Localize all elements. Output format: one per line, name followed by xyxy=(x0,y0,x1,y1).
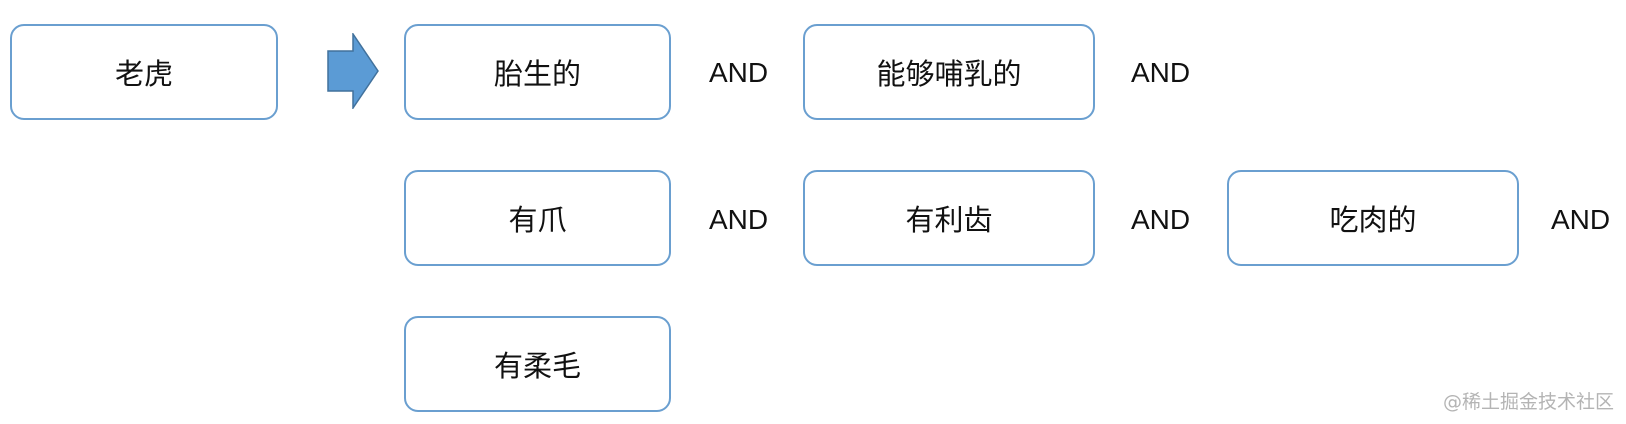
and-label: AND xyxy=(1131,57,1191,88)
and-label: AND xyxy=(1131,204,1191,235)
attribute-label: 吃肉的 xyxy=(1329,203,1417,237)
and-label: AND xyxy=(1551,204,1611,235)
source-box: 老虎 xyxy=(10,24,278,120)
watermark: @稀土掘金技术社区 xyxy=(1442,391,1614,413)
attribute-box-soft-fur: 有柔毛 xyxy=(404,316,671,412)
attribute-label: 能够哺乳的 xyxy=(876,57,1022,91)
and-label: AND xyxy=(709,204,769,235)
and-label: AND xyxy=(709,57,769,88)
attribute-label: 有爪 xyxy=(508,203,567,237)
attribute-box-claws: 有爪 xyxy=(404,170,671,266)
attribute-label: 有利齿 xyxy=(905,203,993,237)
attribute-box-viviparous: 胎生的 xyxy=(404,24,671,120)
attribute-label: 有柔毛 xyxy=(493,349,581,383)
attribute-box-carnivorous: 吃肉的 xyxy=(1227,170,1519,266)
attribute-box-sharp-teeth: 有利齿 xyxy=(803,170,1095,266)
source-label: 老虎 xyxy=(114,57,173,91)
attribute-label: 胎生的 xyxy=(493,57,581,91)
right-arrow-icon xyxy=(327,33,379,109)
attribute-box-lactating: 能够哺乳的 xyxy=(803,24,1095,120)
